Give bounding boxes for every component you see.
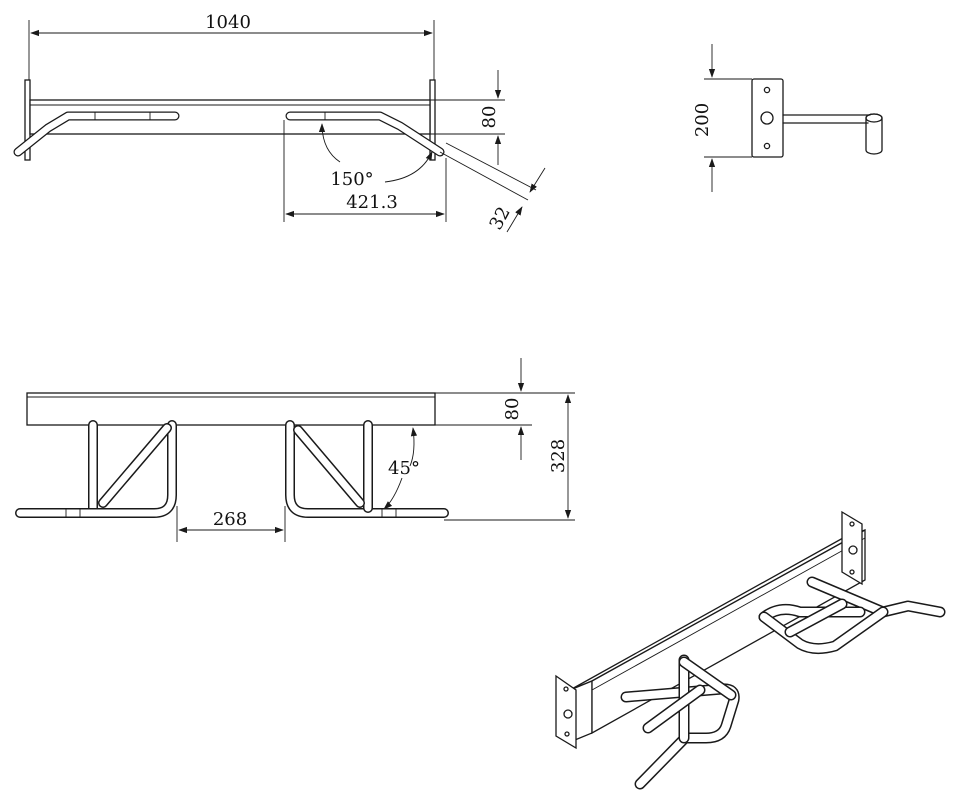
- iso-right-handle: [758, 576, 946, 655]
- dim-total-height: 328: [548, 439, 569, 473]
- side-view: 200: [692, 44, 883, 192]
- dim-tube-diameter: 32: [485, 203, 514, 233]
- dim-plate-height: 200: [692, 103, 713, 137]
- front-view: 80 328 45° 268: [15, 358, 575, 542]
- dim-brace-angle: 45°: [388, 458, 420, 479]
- isometric-view: [555, 510, 946, 790]
- side-mount-plate: [751, 78, 784, 158]
- dim-inner-gap: 268: [213, 509, 247, 530]
- right-support: [285, 420, 449, 518]
- dim-front-beam-height: 80: [502, 398, 523, 421]
- iso-left-handle: [620, 654, 740, 790]
- left-support: [15, 420, 177, 518]
- dim-top-beam-depth: 80: [479, 106, 500, 129]
- dim-overall-length: 1040: [205, 12, 251, 33]
- iso-beam-front: [591, 528, 866, 735]
- front-beam: [26, 392, 436, 426]
- dim-bend-angle: 150°: [330, 169, 373, 190]
- iso-left-plate: [555, 674, 577, 750]
- iso-right-plate: [841, 510, 863, 586]
- dim-handle-offset: 421.3: [346, 192, 398, 213]
- side-bar-end: [865, 113, 883, 155]
- top-view: 1040 80 150° 421.3 32: [13, 12, 546, 233]
